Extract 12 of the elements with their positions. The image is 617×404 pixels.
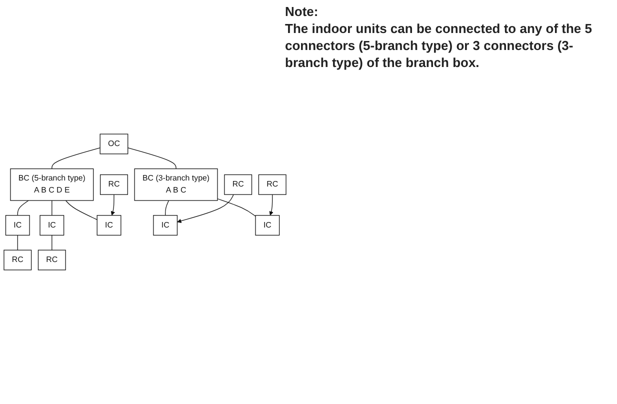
connector [217, 198, 256, 217]
connector [17, 200, 29, 216]
arrow [177, 194, 234, 224]
connector [65, 200, 98, 220]
connector [128, 148, 176, 170]
connector [17, 234, 18, 250]
connector [165, 200, 170, 216]
connector [52, 148, 100, 170]
note-text: Note: [285, 4, 320, 21]
arrow [110, 194, 116, 216]
note-text: The indoor units can be connected to any of the 5 connectors (5-branch type) or 3 connectors (3-branch type) of the branch box. [285, 20, 593, 72]
arrow [269, 194, 274, 216]
